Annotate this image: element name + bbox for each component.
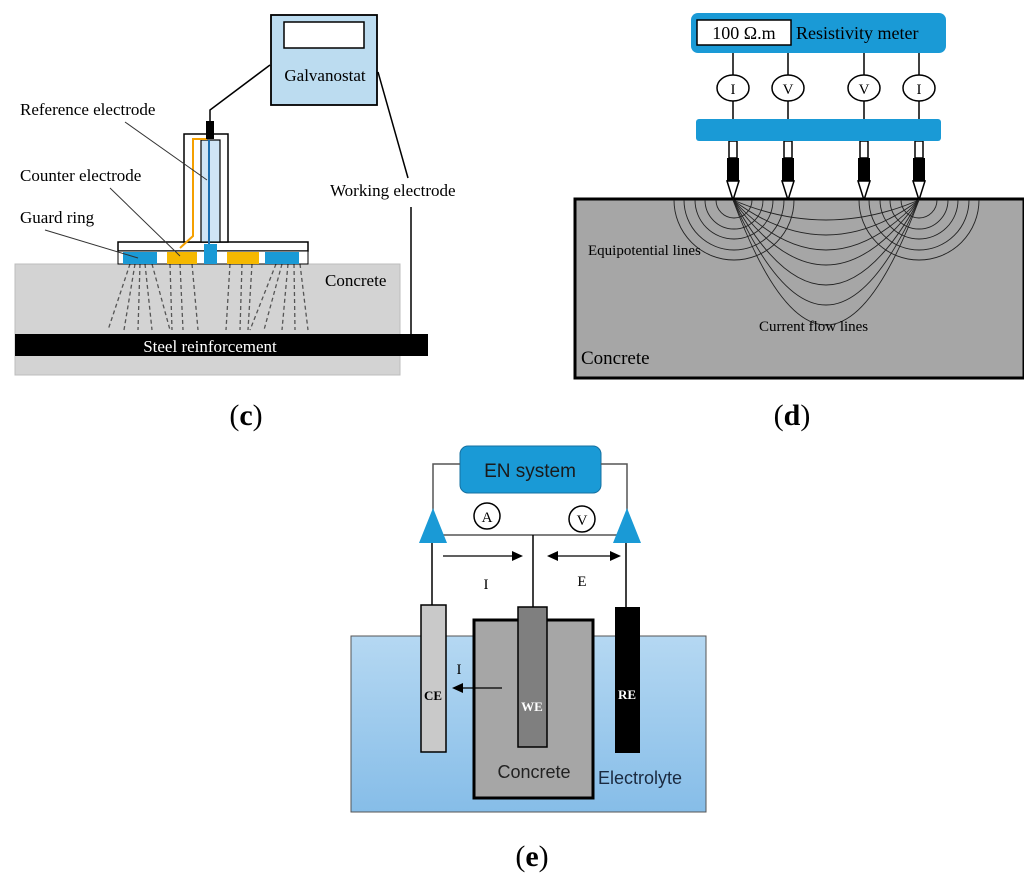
probe-meter-circle <box>716 74 750 102</box>
counter-electrode-label: Counter electrode <box>20 166 141 185</box>
steel-label: Steel reinforcement <box>143 337 277 356</box>
panel-c-label: (c) <box>229 399 262 432</box>
en-system-box <box>459 445 602 494</box>
resistivity-display-value: 100 Ω.m <box>712 23 775 43</box>
probe-stem <box>783 140 793 159</box>
probe-tip <box>780 180 796 203</box>
counter-electrode-left <box>167 252 197 264</box>
probe-meter-circle <box>902 74 936 102</box>
panel-c: Steel reinforcement Galvanostat Working … <box>14 14 456 432</box>
working-electrode-rod <box>517 606 548 748</box>
connector <box>206 121 214 139</box>
working-electrode-label: Working electrode <box>330 181 456 200</box>
steel-reinforcement-bar <box>15 334 428 356</box>
probe-2: V <box>771 53 805 203</box>
concrete-label-d: Concrete <box>581 348 650 369</box>
probe-stem <box>728 140 738 159</box>
concrete-label-e: Concrete <box>497 762 570 782</box>
reference-electrode-rod <box>615 607 640 753</box>
probe-4: I <box>902 53 936 203</box>
probe-3: V <box>847 53 881 203</box>
ce-label: CE <box>424 688 442 703</box>
probe-stem <box>914 140 924 159</box>
current-label-top: I <box>484 577 489 593</box>
re-connector-triangle <box>613 508 641 543</box>
probe-meter-label: V <box>783 82 794 98</box>
counter-electrode-right <box>227 252 259 264</box>
ammeter-circle <box>473 502 501 530</box>
current-flow-label: Current flow lines <box>759 319 868 335</box>
panel-d: 100 Ω.m Resistivity meter I V V I <box>573 13 1024 432</box>
guard-ring-right <box>265 252 299 264</box>
probe-tip <box>725 180 741 203</box>
center-electrode <box>204 244 217 264</box>
en-system-label: EN system <box>484 461 576 482</box>
probe-meter-label: I <box>917 82 922 98</box>
ce-connector-triangle <box>419 508 447 543</box>
probe-body <box>727 158 739 181</box>
ammeter-label: A <box>482 510 493 526</box>
resistivity-display <box>696 19 792 46</box>
voltmeter-label: V <box>577 513 588 529</box>
counter-electrode-rod <box>420 604 447 753</box>
panel-e-label: (e) <box>515 840 548 873</box>
probe-tip <box>911 180 927 203</box>
probe-body <box>782 158 794 181</box>
reference-electrode-label: Reference electrode <box>20 100 155 119</box>
concrete-block <box>14 263 401 376</box>
probe-1: I <box>716 53 750 203</box>
probe-meter-label: V <box>859 82 870 98</box>
probe-stem <box>859 140 869 159</box>
concrete-label: Concrete <box>325 271 386 290</box>
concrete-block-d <box>573 197 1024 380</box>
probe-meter-label: I <box>731 82 736 98</box>
probe-body <box>913 158 925 181</box>
panel-d-label: (d) <box>774 399 811 432</box>
probe-tip <box>856 180 872 203</box>
counter-wire <box>179 138 207 249</box>
guard-ring-label: Guard ring <box>20 208 95 227</box>
galvanostat-label: Galvanostat <box>284 66 365 85</box>
panel-e: EN system A V I E CE WE RE <box>350 445 707 873</box>
re-label: RE <box>618 687 636 702</box>
probe-bar <box>696 119 941 141</box>
equipotential-label: Equipotential lines <box>588 243 701 259</box>
probe-meter-circle <box>847 74 881 102</box>
resistivity-meter-label: Resistivity meter <box>796 23 918 43</box>
current-label-inner: I <box>457 662 462 678</box>
electrolyte-label: Electrolyte <box>598 768 682 788</box>
current-dashes <box>107 263 309 331</box>
potential-label: E <box>577 574 586 590</box>
reference-tube <box>200 139 221 243</box>
probe-meter-circle <box>771 74 805 102</box>
voltmeter-circle <box>568 505 596 533</box>
probe-body <box>858 158 870 181</box>
we-label: WE <box>521 699 543 714</box>
field-lines <box>673 199 980 326</box>
galvanostat-display <box>283 21 365 49</box>
guard-ring-left <box>123 252 157 264</box>
